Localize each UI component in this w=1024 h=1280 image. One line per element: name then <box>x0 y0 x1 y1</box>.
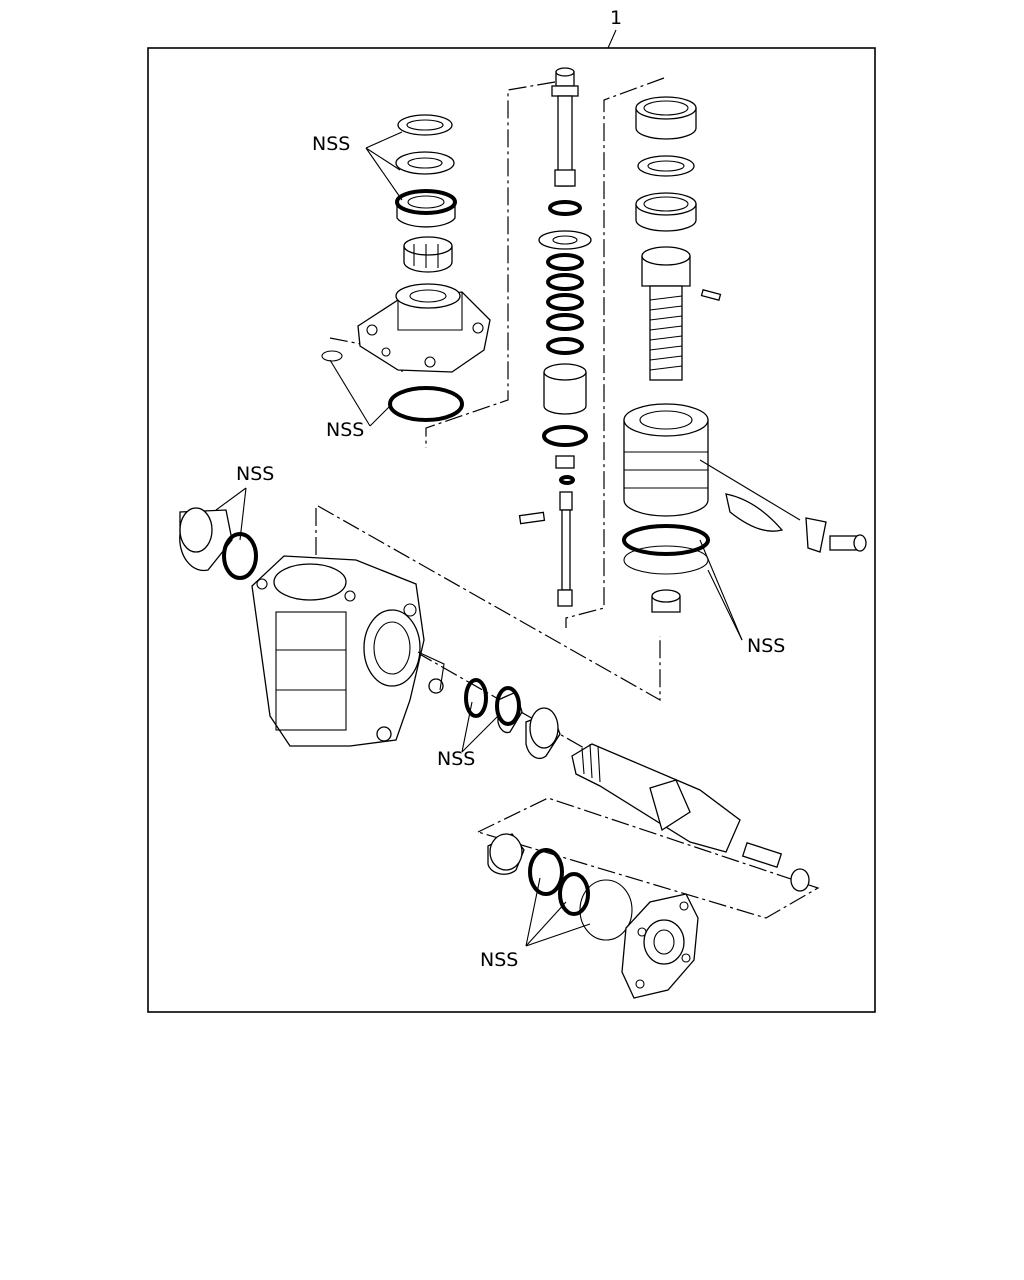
sector-shaft <box>571 743 810 892</box>
ball-guide-clamp <box>699 459 867 553</box>
nss-label-oring-top: NSS <box>326 419 364 441</box>
oring-top <box>321 350 464 422</box>
rack-piston <box>622 403 710 613</box>
nss-label-side-cover-seals: NSS <box>480 949 518 971</box>
nss-label-rack-seals: NSS <box>747 635 785 657</box>
sector-seal <box>179 507 258 580</box>
callout-leader <box>607 29 617 49</box>
nss-label-shaft-seals: NSS <box>437 748 475 770</box>
worm-bearing-stack <box>635 96 722 381</box>
valve-stem-stack <box>518 67 592 607</box>
gear-housing <box>251 555 445 747</box>
shaft-seal-stack <box>464 678 561 759</box>
upper-seal-stack <box>395 114 457 273</box>
nss-label-upper-seals: NSS <box>312 133 350 155</box>
nss-label-sector-seal: NSS <box>236 463 274 485</box>
valve-housing-cover <box>357 283 491 373</box>
callout-number: 1 <box>610 7 622 29</box>
side-cover <box>621 893 699 999</box>
side-cover-seal-stack <box>487 833 633 941</box>
diagram-frame <box>147 47 876 1013</box>
